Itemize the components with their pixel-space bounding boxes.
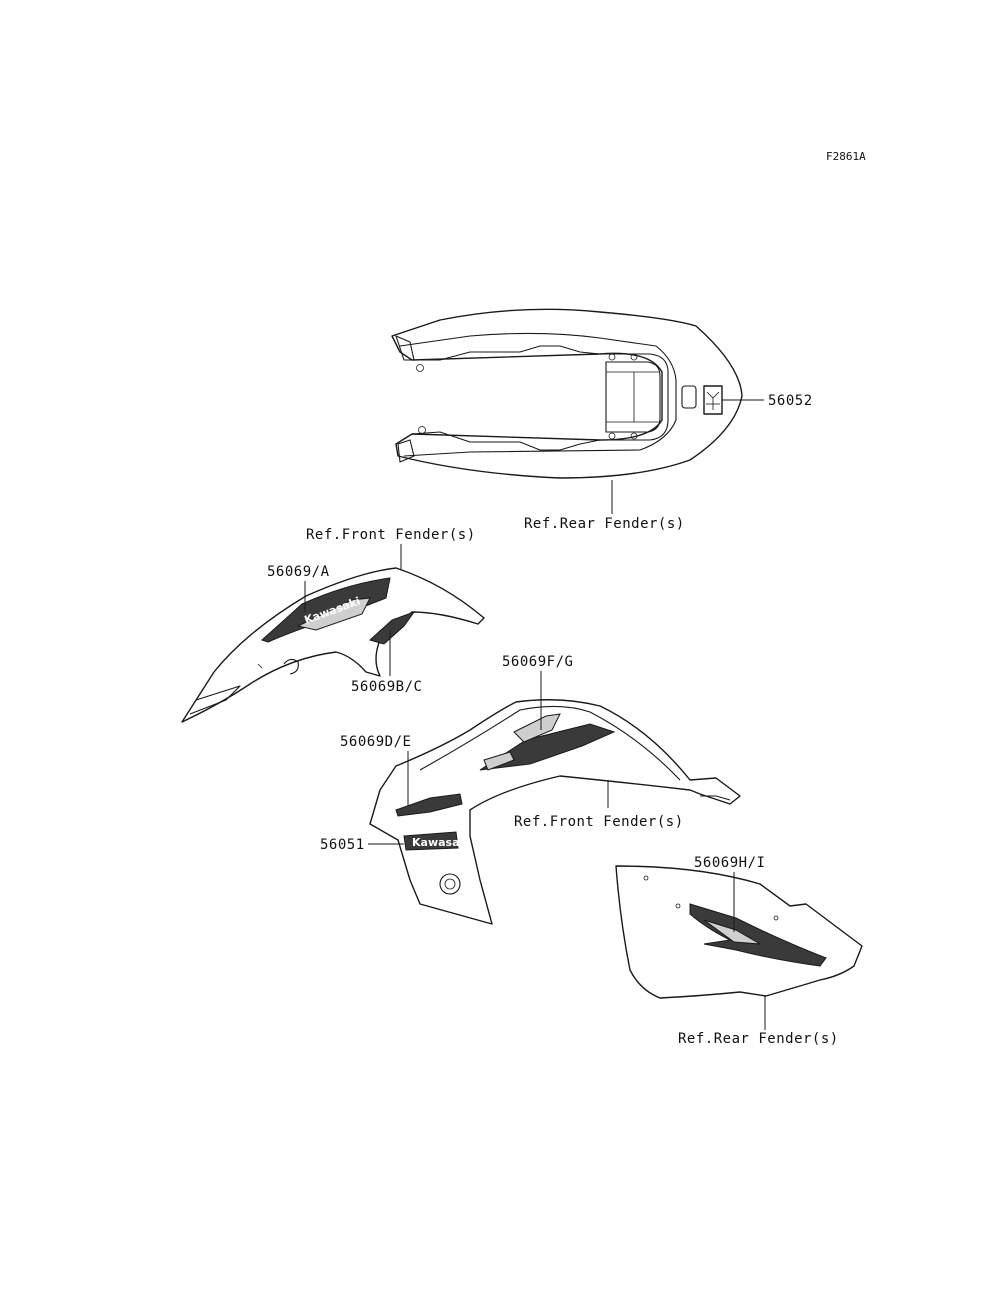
figure-code: F2861A bbox=[826, 150, 866, 163]
label-56069-fg: 56069F/G bbox=[502, 654, 573, 670]
label-56069-a: 56069/A bbox=[267, 564, 330, 580]
label-56069-bc: 56069B/C bbox=[351, 679, 422, 695]
label-56052: 56052 bbox=[768, 393, 813, 409]
rear-fender-part bbox=[391, 308, 743, 479]
label-ref-rear-fender-1: Ref.Rear Fender(s) bbox=[524, 516, 685, 532]
label-ref-front-fender-2: Ref.Front Fender(s) bbox=[514, 814, 684, 830]
front-fender-part: Kawasaki bbox=[181, 567, 485, 723]
label-56069-de: 56069D/E bbox=[340, 734, 411, 750]
label-ref-front-fender-1: Ref.Front Fender(s) bbox=[306, 527, 476, 543]
label-56051: 56051 bbox=[320, 837, 365, 853]
front-shroud-part: Kawasaki bbox=[369, 699, 741, 925]
shroud-logo: Kawasaki bbox=[412, 836, 471, 849]
warning-label-56052 bbox=[703, 385, 723, 415]
side-cover-part bbox=[615, 865, 863, 999]
label-56069-hi: 56069H/I bbox=[694, 855, 765, 871]
label-ref-rear-fender-2: Ref.Rear Fender(s) bbox=[678, 1031, 839, 1047]
